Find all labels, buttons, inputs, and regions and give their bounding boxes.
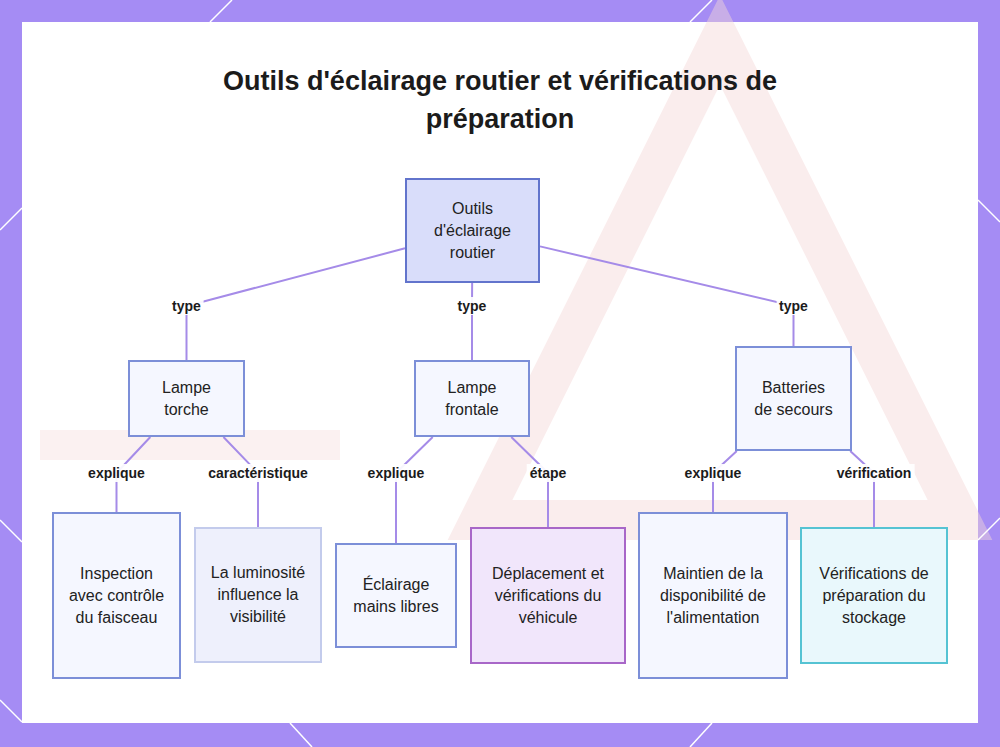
node-text: La luminosité influence la visibilité bbox=[210, 562, 306, 628]
concept-box: Maintien de la disponibilité de l'alimen… bbox=[638, 512, 788, 679]
connector-line bbox=[540, 246, 794, 346]
edge-label: explique bbox=[365, 464, 428, 482]
connector-line bbox=[223, 437, 258, 527]
edge-label: explique bbox=[682, 464, 745, 482]
node-text: Batteries de secours bbox=[751, 377, 836, 421]
root-box: Outils d'éclairage routier bbox=[405, 178, 540, 283]
corner-line bbox=[0, 700, 22, 722]
connector-line bbox=[850, 451, 874, 527]
node-text: Éclairage mains libres bbox=[351, 574, 441, 618]
node-text: Inspection avec contrôle du faisceau bbox=[68, 563, 165, 629]
corner-line bbox=[978, 200, 1000, 222]
concept-box: Batteries de secours bbox=[735, 346, 852, 451]
concept-box: Lampe torche bbox=[128, 360, 245, 437]
corner-line bbox=[210, 0, 232, 22]
corner-line bbox=[0, 208, 22, 230]
corner-line bbox=[0, 520, 22, 542]
corner-line bbox=[978, 518, 1000, 540]
diagram-title: Outils d'éclairage routier et vérificati… bbox=[200, 62, 800, 138]
concept-box: Vérifications de préparation du stockage bbox=[800, 527, 948, 664]
corner-line bbox=[690, 0, 712, 22]
concept-box: La luminosité influence la visibilité bbox=[194, 527, 322, 663]
connector-line bbox=[511, 437, 548, 527]
concept-box: Inspection avec contrôle du faisceau bbox=[52, 512, 181, 679]
panel bbox=[22, 22, 978, 723]
edge-label: type bbox=[169, 297, 204, 315]
node-text: Lampe frontale bbox=[430, 377, 514, 421]
edge-label: type bbox=[455, 297, 490, 315]
edge-label: étape bbox=[527, 464, 570, 482]
edge-label: caractéristique bbox=[205, 464, 311, 482]
node-text: Déplacement et vérifications du véhicule bbox=[486, 563, 610, 629]
connector-line bbox=[471, 283, 473, 360]
connector-line bbox=[187, 248, 406, 360]
edge-label: type bbox=[776, 297, 811, 315]
corner-line bbox=[290, 723, 312, 747]
node-text: Outils d'éclairage routier bbox=[421, 198, 524, 264]
node-text: Maintien de la disponibilité de l'alimen… bbox=[654, 563, 772, 629]
connector-line bbox=[396, 437, 433, 543]
concept-box: Éclairage mains libres bbox=[335, 543, 457, 648]
edge-label: vérification bbox=[834, 464, 915, 482]
node-text: Vérifications de préparation du stockage bbox=[816, 563, 932, 629]
concept-box: Lampe frontale bbox=[414, 360, 530, 437]
edge-label: explique bbox=[85, 464, 148, 482]
node-text: Lampe torche bbox=[144, 377, 229, 421]
corner-line bbox=[690, 723, 712, 747]
concept-box: Déplacement et vérifications du véhicule bbox=[470, 527, 626, 664]
